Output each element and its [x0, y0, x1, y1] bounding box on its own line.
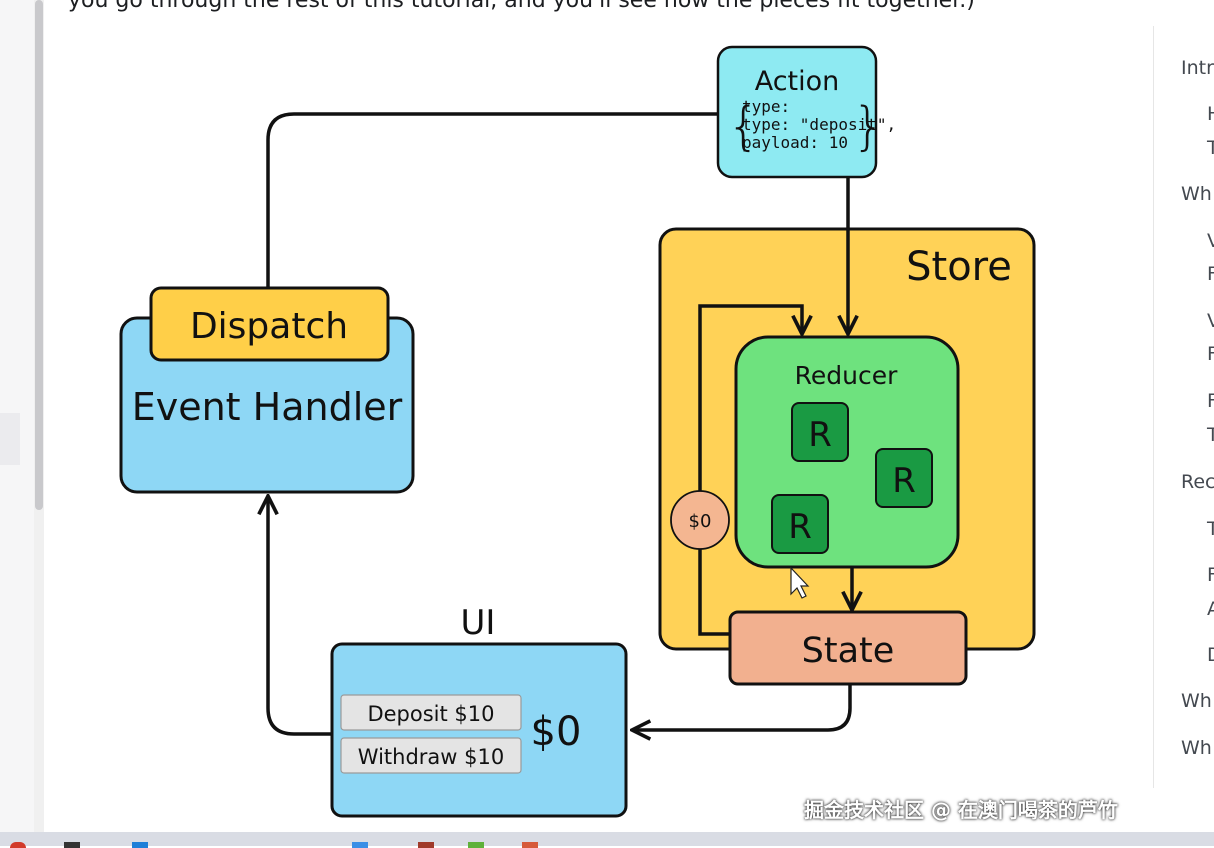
- toc-item[interactable]: V: [1207, 230, 1214, 252]
- state-box: [728, 610, 968, 686]
- intro-paragraph-tail: you go through the rest of this tutorial…: [68, 0, 975, 13]
- reducer-r-block-1: [791, 402, 849, 462]
- left-sidebar-highlight: [0, 413, 20, 465]
- taskbar-app-icon[interactable]: [522, 842, 538, 848]
- reducer-r-block-3: [771, 494, 829, 554]
- action-left-brace: {: [727, 97, 760, 157]
- reducer-r-label-2: R: [892, 461, 916, 501]
- reducer-r-label-1: R: [808, 415, 832, 455]
- action-type-key: type:: [742, 97, 790, 116]
- state-value-bubble-label: $0: [689, 511, 712, 532]
- toc-item[interactable]: V: [1207, 310, 1214, 332]
- toc-item[interactable]: F: [1207, 564, 1214, 586]
- taskbar-app-icon[interactable]: [352, 842, 368, 848]
- taskbar-app-icon[interactable]: [64, 842, 80, 848]
- ui-balance: $0: [531, 709, 582, 755]
- dispatch-label: Dispatch: [190, 306, 348, 347]
- taskbar-app-icon[interactable]: [418, 842, 434, 848]
- action-box: [716, 45, 878, 179]
- scrollbar-thumb[interactable]: [35, 0, 43, 510]
- taskbar-app-icon[interactable]: [132, 842, 148, 848]
- toc-item[interactable]: A: [1207, 598, 1214, 620]
- ui-title: UI: [461, 603, 496, 643]
- reducer-r-block-2: [875, 448, 933, 508]
- toc-item[interactable]: F: [1207, 263, 1214, 285]
- taskbar-app-icon[interactable]: [10, 842, 26, 848]
- table-of-contents: Intr H T Wh V F V F F T Rec T F A D Wh W…: [1154, 0, 1214, 832]
- state-value-bubble: [670, 490, 730, 550]
- toc-item[interactable]: Intr: [1181, 57, 1214, 79]
- mouse-cursor-icon: [790, 566, 810, 599]
- toc-item[interactable]: T: [1207, 137, 1214, 159]
- state-to-ui-arrow: [632, 684, 852, 730]
- redux-data-flow-diagram: Store Action { } type: type: "deposit", …: [119, 45, 1036, 818]
- toc-item[interactable]: H: [1207, 103, 1214, 125]
- toc-item[interactable]: T: [1207, 518, 1214, 540]
- state-label: State: [802, 631, 895, 671]
- taskbar-app-icon[interactable]: [468, 842, 484, 848]
- deposit-button-label: Deposit $10: [367, 702, 494, 726]
- toc-item[interactable]: F: [1207, 343, 1214, 365]
- reducer-label: Reducer: [795, 361, 898, 390]
- ui-to-event-handler-arrow: [268, 496, 332, 736]
- taskbar: [0, 832, 1214, 846]
- action-type-value: type: "deposit",: [742, 115, 896, 134]
- store-label: Store: [906, 244, 1012, 290]
- toc-item[interactable]: Wh: [1181, 183, 1212, 205]
- toc-item[interactable]: F: [1207, 390, 1214, 412]
- action-payload: payload: 10: [742, 133, 848, 152]
- action-title: Action: [755, 66, 840, 97]
- dispatch-box: [149, 286, 390, 362]
- toc-item[interactable]: Wh: [1181, 737, 1212, 759]
- toc-divider: [1153, 26, 1154, 788]
- withdraw-button-label: Withdraw $10: [358, 745, 504, 769]
- state-feedback-loop-arrow: [698, 304, 802, 636]
- toc-item[interactable]: T: [1207, 424, 1214, 446]
- toc-item[interactable]: Rec: [1181, 471, 1214, 493]
- event-handler-label: Event Handler: [132, 385, 403, 429]
- toc-item[interactable]: D: [1207, 644, 1214, 666]
- action-to-dispatch-line: [266, 112, 718, 288]
- watermark-text: 掘金技术社区 @ 在澳门喝茶的芦竹: [804, 798, 1118, 822]
- deposit-button[interactable]: [340, 694, 522, 731]
- reducer-r-label-3: R: [788, 507, 812, 547]
- toc-item[interactable]: Wh: [1181, 690, 1212, 712]
- action-right-brace: }: [852, 97, 885, 157]
- withdraw-button[interactable]: [340, 737, 522, 774]
